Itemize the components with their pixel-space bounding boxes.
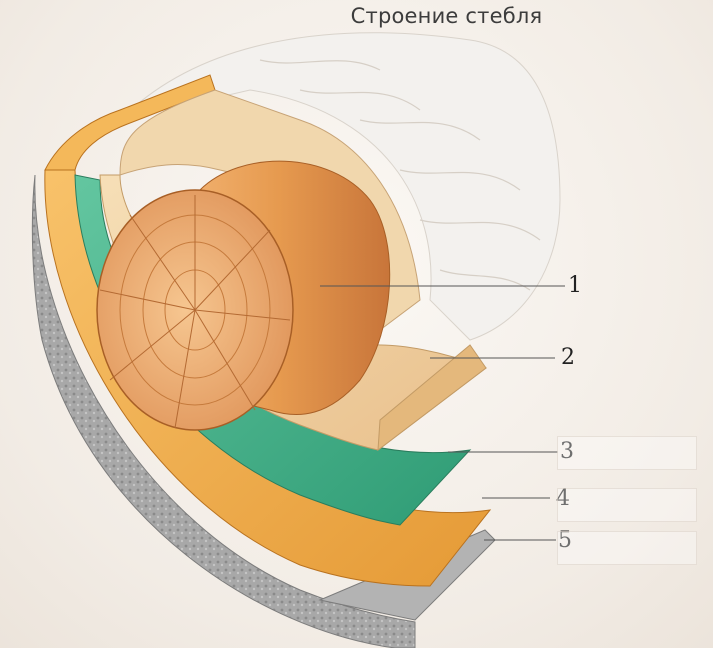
layer-2-wood-slab-front — [377, 344, 487, 452]
page-title: Строение стебля — [350, 4, 543, 28]
inner-wood-rim — [119, 89, 421, 331]
answer-field-5[interactable] — [557, 531, 697, 565]
label-number-5: 5 — [558, 528, 572, 553]
label-number-4: 4 — [556, 486, 570, 511]
answer-field-3[interactable] — [557, 436, 697, 470]
layer-1-core — [96, 160, 391, 431]
layer-4-top-band — [44, 74, 216, 171]
outer-bark-texture — [118, 32, 561, 341]
label-number-1: 1 — [568, 273, 582, 298]
answer-field-4[interactable] — [557, 488, 697, 522]
layer-5-bark — [31, 174, 416, 648]
label-number-2: 2 — [561, 345, 575, 370]
label-number-3: 3 — [560, 439, 574, 464]
leader-lines — [320, 285, 565, 541]
